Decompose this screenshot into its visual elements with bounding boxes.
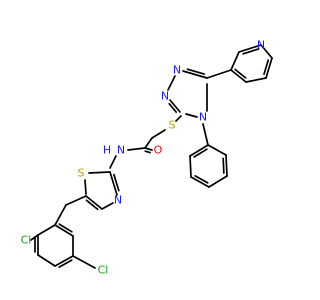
n-phenyl-bond (202, 123, 209, 146)
chemical-structure-diagram: N N N N S O N H S N Cl Cl (21, 39, 273, 277)
aryl-bond (37, 224, 56, 236)
sulfur-ch2-bond (151, 129, 166, 139)
pyridine-bond (230, 51, 240, 71)
atom-amide-hydrogen: H (103, 144, 111, 157)
triazole-bond-inner (168, 102, 178, 113)
phenyl-bond (225, 154, 228, 177)
carbonyl-nh-bond (127, 147, 146, 151)
phenyl-bond (207, 144, 227, 156)
atom-carbonyl-oxygen: O (154, 144, 163, 157)
chlorine-bond (30, 234, 39, 241)
thiazole-bond (88, 171, 111, 174)
ch2-aryl-bond (54, 204, 67, 226)
atom-pyridine-nitrogen: N (257, 39, 265, 52)
phenyl-bond (189, 155, 192, 178)
phenyl-bond (208, 175, 228, 188)
aryl-bond-inner (58, 223, 73, 233)
phenyl-bond-inner (193, 148, 208, 158)
phenyl-bond (189, 144, 209, 157)
aryl-bond (37, 254, 56, 267)
atom-amide-nitrogen: N (117, 144, 125, 157)
triazole-bond (185, 113, 198, 118)
pyridine-bond-inner (234, 68, 247, 79)
atom-label-layer: N N N N S O N H S N Cl Cl (21, 39, 265, 277)
atom-triazole-nitrogen-2: N (161, 90, 169, 103)
triazole-bond (169, 99, 181, 113)
triazole-bond-inner (186, 68, 206, 75)
thiazole-bond (109, 171, 118, 196)
thiazole-bond (101, 202, 114, 210)
atom-thiazole-sulfur: S (78, 167, 85, 180)
bond-layer (30, 44, 273, 269)
carbonyl-double-bond-inner (144, 150, 151, 154)
ch2-carbonyl-bond (144, 137, 153, 149)
pyridine-bond (245, 77, 267, 83)
atom-triazole-nitrogen-1: N (173, 64, 181, 77)
c3-sulfur-bond (175, 115, 182, 122)
triazole-bond (167, 75, 176, 91)
thiazole-bond-inner (113, 173, 120, 192)
phenyl-bond (190, 176, 210, 188)
atom-thioether-sulfur: S (169, 119, 176, 132)
pyridine-bond (260, 44, 273, 59)
chlorine-bond (72, 255, 96, 269)
thiazole-ch2-bond (65, 195, 87, 206)
molecule-canvas: N N N N S O N H S N Cl Cl (21, 39, 273, 277)
phenyl-bond-inner (222, 157, 225, 174)
atom-thiazole-nitrogen: N (114, 194, 122, 207)
aryl-bond (54, 255, 74, 267)
atom-triazole-nitrogen-4: N (199, 111, 207, 124)
pyridine-bond (238, 44, 262, 53)
pyridine-bond-inner (242, 48, 260, 55)
atom-chlorine-bottom: Cl (98, 264, 109, 277)
pyridine-bond (230, 69, 247, 83)
nh-thiazole-bond (109, 155, 117, 169)
thiazole-bond (84, 179, 87, 195)
thiazole-bond (85, 195, 103, 210)
phenyl-bond-inner (194, 175, 209, 184)
pyridine-bond (265, 57, 273, 79)
pyridine-bond-inner (263, 59, 270, 75)
aryl-bond (54, 224, 74, 237)
carbonyl-double-bond (144, 147, 153, 151)
thiazole-bond-inner (85, 199, 99, 211)
triazole-bond (182, 70, 208, 79)
aryl-bond-inner (58, 259, 73, 268)
atom-chlorine-top: Cl (21, 234, 32, 247)
pyridine-triazole-bond (206, 69, 232, 79)
